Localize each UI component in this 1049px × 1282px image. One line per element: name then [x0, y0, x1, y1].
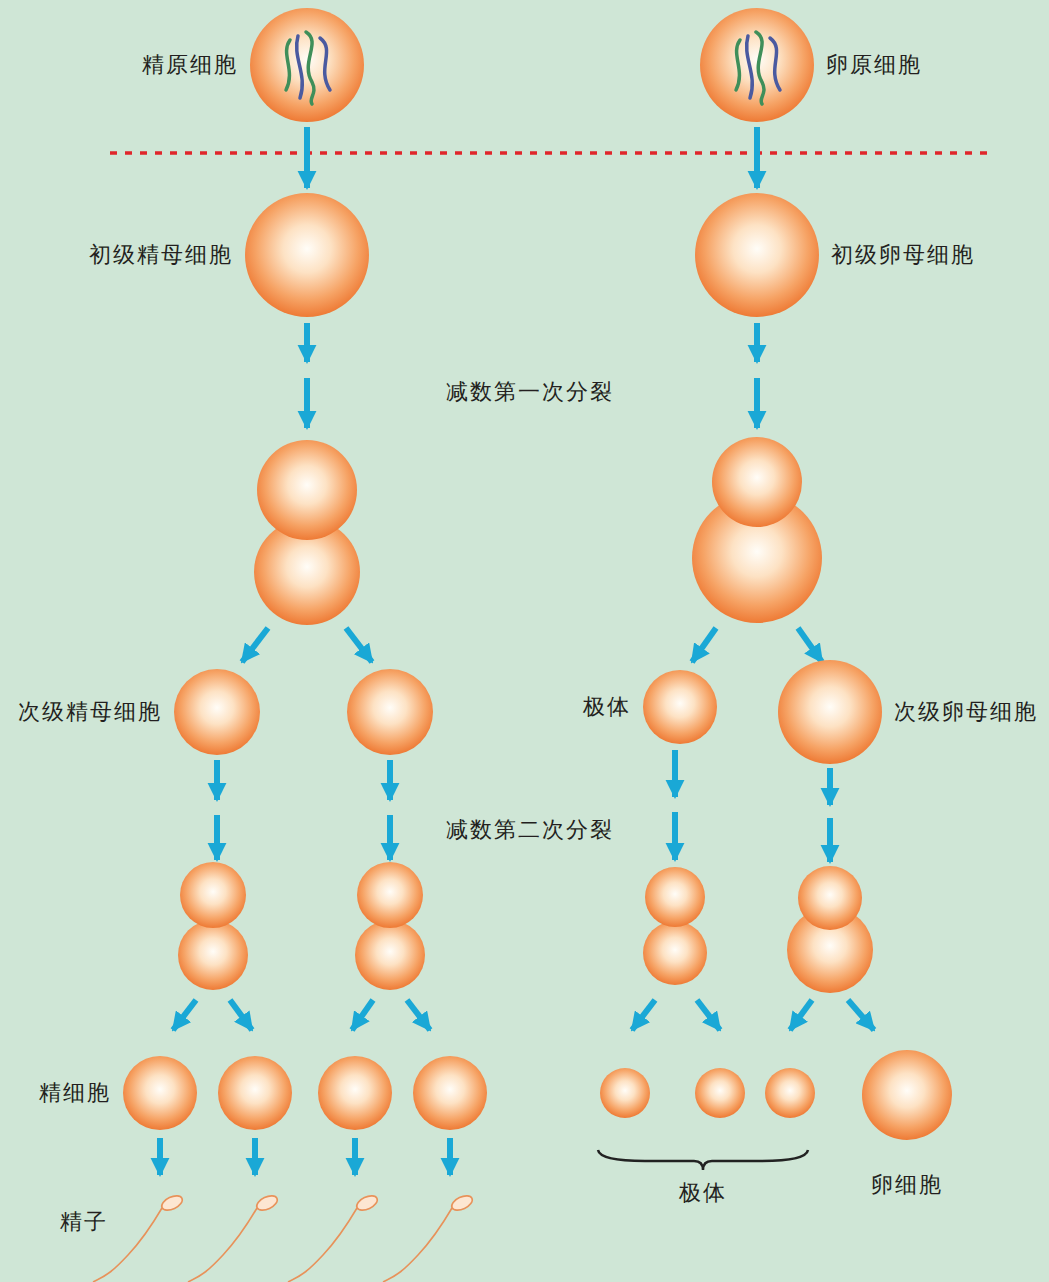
- cell-node: 卵原细胞: [700, 8, 814, 122]
- cell-label: 次级卵母细胞: [894, 699, 1038, 725]
- cell-label: 初级卵母细胞: [831, 242, 975, 268]
- bracket: [598, 1150, 808, 1170]
- cell-label: 精细胞: [39, 1080, 111, 1106]
- sperm: [93, 1193, 185, 1282]
- arrow: [827, 818, 833, 862]
- arrow: [252, 1138, 258, 1175]
- arrow: [798, 628, 822, 662]
- cell-label: 卵原细胞: [826, 52, 922, 78]
- cell-node: 卵细胞: [862, 1050, 952, 1140]
- cell-node: 初级卵母细胞: [695, 193, 819, 317]
- dashed-divider: [110, 151, 990, 155]
- cell: [218, 1056, 292, 1130]
- stage-label: 减数第二次分裂: [446, 817, 614, 843]
- cell-shape: [250, 8, 364, 122]
- cell-label: 精原细胞: [142, 52, 238, 78]
- arrow: [346, 628, 372, 662]
- arrow: [214, 815, 220, 860]
- cell-node: 精细胞: [123, 1056, 197, 1130]
- arrow: [352, 1138, 358, 1175]
- dividing-cell: [178, 862, 248, 990]
- cell-label: 极体: [583, 694, 631, 720]
- arrow: [387, 760, 393, 800]
- arrow: [352, 1000, 373, 1030]
- cell-shape: [778, 660, 882, 764]
- arrow: [447, 1138, 453, 1175]
- arrow: [304, 378, 310, 428]
- arrow: [242, 628, 268, 662]
- arrow: [157, 1138, 163, 1175]
- process-arrow: [754, 127, 760, 188]
- arrow: [173, 1000, 196, 1030]
- arrow: [754, 378, 760, 428]
- cell-node: 初级精母细胞: [245, 193, 369, 317]
- cell-shape: [245, 193, 369, 317]
- arrow: [848, 1000, 874, 1030]
- cell: [347, 669, 433, 755]
- dividing-cell: [787, 866, 873, 993]
- cell-node: 极体: [643, 670, 717, 744]
- cell-label: 初级精母细胞: [89, 242, 233, 268]
- cell-shape: [862, 1050, 952, 1140]
- cell-shape: [643, 670, 717, 744]
- cell: [413, 1056, 487, 1130]
- stage-label: 极体: [679, 1180, 727, 1206]
- arrow: [632, 1000, 655, 1030]
- arrow: [387, 815, 393, 860]
- cell: [695, 1068, 745, 1118]
- arrow: [790, 1000, 812, 1030]
- dividing-cell: [254, 440, 360, 625]
- cell: [765, 1068, 815, 1118]
- cell-node: 次级卵母细胞: [778, 660, 882, 764]
- sperm-figures: [93, 1193, 475, 1282]
- arrow: [827, 768, 833, 805]
- sperm: [383, 1193, 475, 1282]
- stage-label: 精子: [60, 1209, 108, 1235]
- cell: [600, 1068, 650, 1118]
- dividing-cell: [355, 862, 425, 990]
- cell-shape: [174, 669, 260, 755]
- cell-node: 精原细胞: [250, 8, 364, 122]
- cell: [318, 1056, 392, 1130]
- arrow: [672, 750, 678, 797]
- cell-shape: [695, 193, 819, 317]
- cell-label: 卵细胞: [871, 1172, 943, 1198]
- cell-label: 次级精母细胞: [18, 699, 162, 725]
- arrow: [697, 1000, 720, 1030]
- dividing-cell: [643, 867, 707, 985]
- sperm: [188, 1193, 280, 1282]
- process-arrows: [160, 323, 874, 1175]
- cell-node: 次级精母细胞: [174, 669, 260, 755]
- arrow: [304, 323, 310, 362]
- stage-label: 减数第一次分裂: [446, 379, 614, 405]
- process-arrow: [304, 127, 310, 188]
- arrow: [692, 628, 716, 662]
- arrow: [672, 812, 678, 860]
- arrow: [214, 760, 220, 800]
- dividing-cell: [692, 437, 822, 623]
- cell-shape: [123, 1056, 197, 1130]
- arrow: [407, 1000, 430, 1030]
- arrow: [230, 1000, 252, 1030]
- cell-shape: [700, 8, 814, 122]
- sperm: [288, 1193, 380, 1282]
- dividing-cells: [178, 437, 873, 1130]
- arrow: [754, 323, 760, 362]
